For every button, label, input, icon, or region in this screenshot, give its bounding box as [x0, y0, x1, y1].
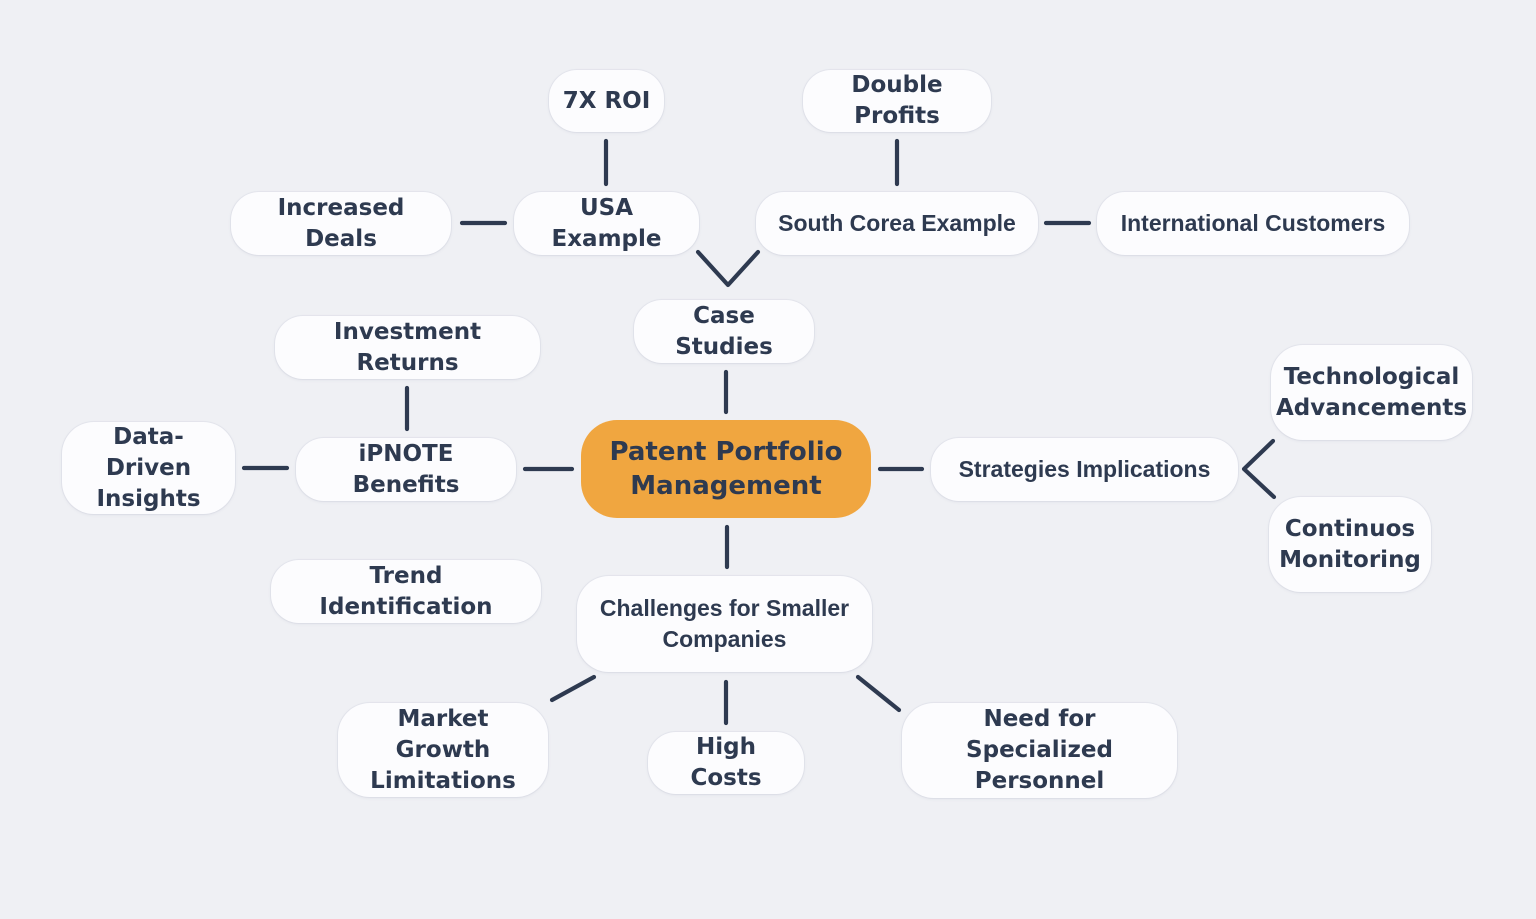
node-challenges-for-smaller-companies[interactable]: Challenges for Smaller Companies — [577, 576, 872, 672]
node-label: Continuos Monitoring — [1279, 515, 1421, 573]
connector-examples--case-studies-chevron — [695, 249, 761, 288]
node-label: USA Example — [551, 194, 662, 252]
node-case-studies[interactable]: Case Studies — [634, 300, 814, 363]
node-label: High Costs — [690, 734, 762, 791]
node-label: Challenges for Smaller Companies — [599, 595, 850, 652]
node-technological-advancements[interactable]: Technological Advancements — [1271, 345, 1472, 440]
node-double-profits[interactable]: Double Profits — [803, 70, 991, 132]
node-label: Increased Deals — [277, 194, 405, 252]
node-south-corea-example[interactable]: South Corea Example — [756, 192, 1038, 255]
connector-challenges--need-specialized — [855, 674, 902, 713]
connector-strategies--right-branches-chevron — [1241, 438, 1277, 500]
node-ipnote-benefits[interactable]: iPNOTE Benefits — [296, 438, 516, 501]
node-label: Patent Portfolio Management — [609, 437, 843, 501]
node-label: Need for Specialized Personnel — [966, 706, 1113, 794]
node-label: International Customers — [1120, 210, 1386, 236]
node-label: Market Growth Limitations — [370, 705, 516, 794]
node-trend-identification[interactable]: Trend Identification — [271, 560, 541, 623]
node-investment-returns[interactable]: Investment Returns — [275, 316, 540, 379]
node-7x-roi[interactable]: 7X ROI — [549, 70, 664, 132]
node-high-costs[interactable]: High Costs — [648, 732, 804, 794]
node-label: Trend Identification — [319, 562, 493, 620]
node-label: Case Studies — [675, 302, 773, 360]
node-label: Investment Returns — [333, 318, 482, 376]
node-label: Double Profits — [851, 72, 943, 129]
node-continuos-monitoring[interactable]: Continuos Monitoring — [1269, 497, 1431, 592]
node-increased-deals[interactable]: Increased Deals — [231, 192, 451, 255]
node-market-growth-limitations[interactable]: Market Growth Limitations — [338, 703, 548, 797]
node-label: South Corea Example — [778, 210, 1016, 236]
node-label: 7X ROI — [562, 87, 651, 114]
node-need-for-specialized-personnel[interactable]: Need for Specialized Personnel — [902, 703, 1177, 798]
connector-challenges--market-growth — [549, 674, 597, 703]
node-label: iPNOTE Benefits — [352, 440, 460, 498]
node-label: Strategies Implications — [958, 456, 1211, 482]
node-label: Data-Driven Insights — [96, 423, 201, 512]
node-label: Technological Advancements — [1276, 363, 1468, 421]
node-data-driven-insights[interactable]: Data-Driven Insights — [62, 422, 235, 514]
node-usa-example[interactable]: USA Example — [514, 192, 699, 255]
node-international-customers[interactable]: International Customers — [1097, 192, 1409, 255]
node-root-patent-portfolio-management[interactable]: Patent Portfolio Management — [581, 420, 871, 518]
node-strategies-implications[interactable]: Strategies Implications — [931, 438, 1238, 501]
